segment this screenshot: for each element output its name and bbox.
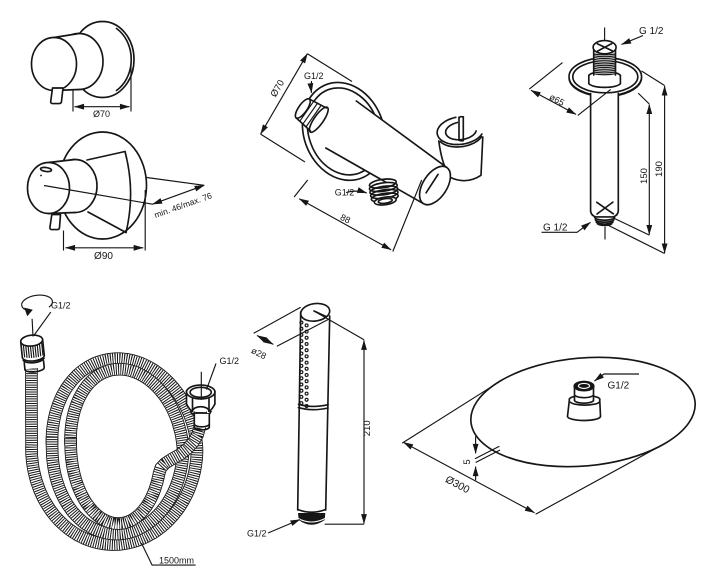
svg-text:ø28: ø28 <box>250 345 268 361</box>
svg-text:G 1/2: G 1/2 <box>543 223 568 234</box>
svg-text:G 1/2: G 1/2 <box>639 26 664 37</box>
svg-text:G1/2: G1/2 <box>608 381 630 392</box>
svg-text:190: 190 <box>654 161 665 177</box>
svg-text:5: 5 <box>462 459 473 464</box>
svg-text:150: 150 <box>639 168 650 184</box>
svg-text:G1/2: G1/2 <box>51 301 71 311</box>
svg-text:Ø70: Ø70 <box>269 78 288 99</box>
svg-text:G1/2: G1/2 <box>247 529 267 539</box>
svg-text:G1/2: G1/2 <box>304 71 324 81</box>
svg-text:1500mm: 1500mm <box>159 555 194 565</box>
svg-text:Ø70: Ø70 <box>93 109 110 119</box>
svg-text:Ø90: Ø90 <box>94 251 113 262</box>
svg-text:G1/2: G1/2 <box>220 356 240 366</box>
svg-text:G1/2: G1/2 <box>335 188 355 198</box>
svg-text:210: 210 <box>362 420 373 436</box>
svg-text:88: 88 <box>339 212 352 225</box>
svg-text:min. 46/max. 76: min. 46/max. 76 <box>153 190 214 220</box>
svg-text:ø65: ø65 <box>548 92 566 108</box>
